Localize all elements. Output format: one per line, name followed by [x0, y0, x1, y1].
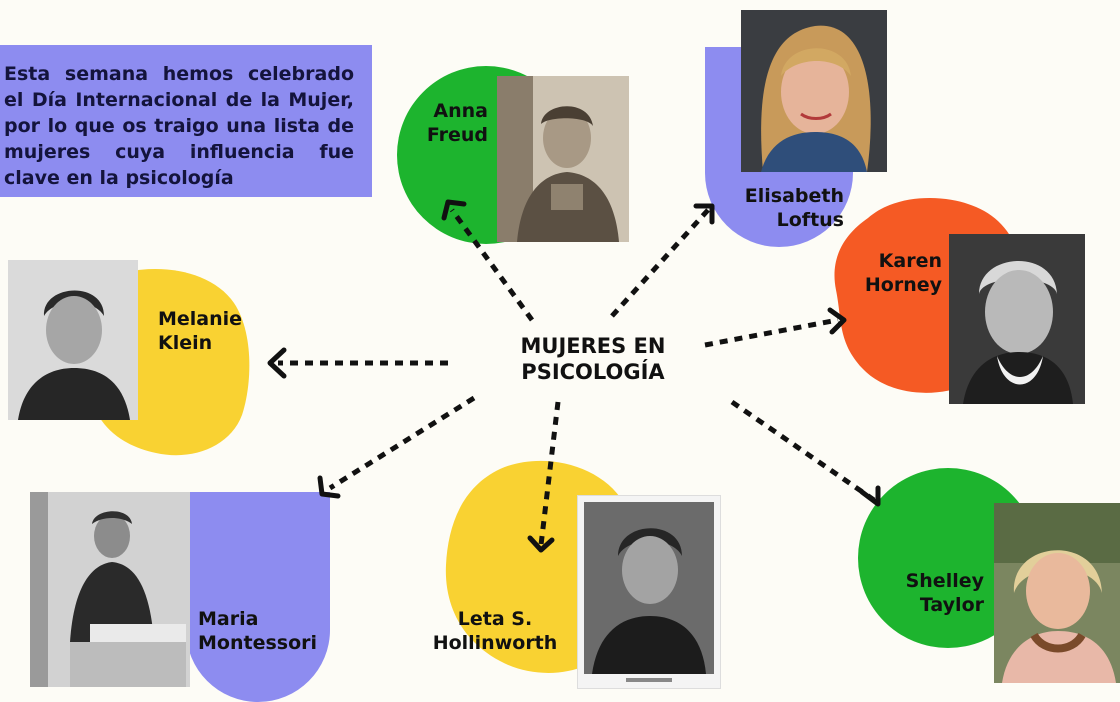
shelley-taylor-label: Shelley Taylor	[876, 569, 984, 617]
anna-freud-label: Anna Freud	[400, 99, 488, 147]
anna-freud-last: Freud	[426, 124, 488, 146]
maria-montessori-first: Maria	[198, 608, 259, 630]
arrow-to-shelley-taylor	[730, 399, 876, 503]
karen-horney-label: Karen Horney	[846, 249, 942, 297]
shelley-taylor-photo	[994, 503, 1120, 683]
shelley-taylor-last: Taylor	[919, 594, 984, 616]
center-title-line2: PSICOLOGÍA	[521, 360, 665, 384]
arrow-to-leta-hollinworth	[538, 401, 561, 546]
elisabeth-loftus-last: Loftus	[776, 209, 844, 231]
leta-hollinworth-photo	[577, 495, 721, 689]
arrowhead-melanie-klein	[267, 347, 287, 379]
leta-hollinworth-first: Leta S.	[457, 608, 533, 630]
karen-horney-first: Karen	[878, 250, 942, 272]
intro-text: Esta semana hemos celebrado el Día Inter…	[4, 63, 354, 189]
melanie-klein-label: Melanie Klein	[158, 307, 268, 355]
arrow-to-anna-freud	[449, 208, 535, 322]
arrowhead-karen-horney	[827, 307, 847, 335]
maria-montessori-label: Maria Montessori	[198, 607, 348, 655]
center-title-line1: MUJERES EN	[520, 334, 666, 358]
anna-freud-photo	[497, 76, 629, 242]
leta-hollinworth-label: Leta S. Hollinworth	[420, 607, 570, 655]
arrow-to-karen-horney	[704, 317, 839, 348]
karen-horney-last: Horney	[864, 274, 942, 296]
elisabeth-loftus-photo	[741, 10, 887, 172]
melanie-klein-photo	[8, 260, 138, 420]
melanie-klein-first: Melanie	[158, 308, 243, 330]
maria-montessori-blue-shape	[186, 492, 330, 702]
maria-montessori-photo	[30, 492, 190, 687]
arrowhead-anna-freud	[441, 199, 467, 221]
center-title: MUJERES EN PSICOLOGÍA	[488, 333, 698, 385]
arrowhead-elisabeth-loftus	[693, 203, 715, 225]
intro-box: Esta semana hemos celebrado el Día Inter…	[0, 45, 372, 197]
elisabeth-loftus-first: Elisabeth	[744, 185, 844, 207]
arrowhead-maria-montessori	[317, 475, 341, 499]
arrowhead-shelley-taylor	[859, 485, 881, 507]
maria-montessori-last: Montessori	[198, 632, 318, 654]
anna-freud-first: Anna	[433, 100, 488, 122]
elisabeth-loftus-label: Elisabeth Loftus	[710, 184, 844, 232]
shelley-taylor-first: Shelley	[905, 570, 984, 592]
arrowhead-leta-hollinworth	[527, 535, 555, 553]
arrow-to-maria-montessori	[328, 395, 476, 491]
leta-hollinworth-last: Hollinworth	[432, 632, 558, 654]
arrow-to-elisabeth-loftus	[610, 208, 710, 318]
melanie-klein-last: Klein	[158, 332, 213, 354]
karen-horney-photo	[949, 234, 1085, 404]
